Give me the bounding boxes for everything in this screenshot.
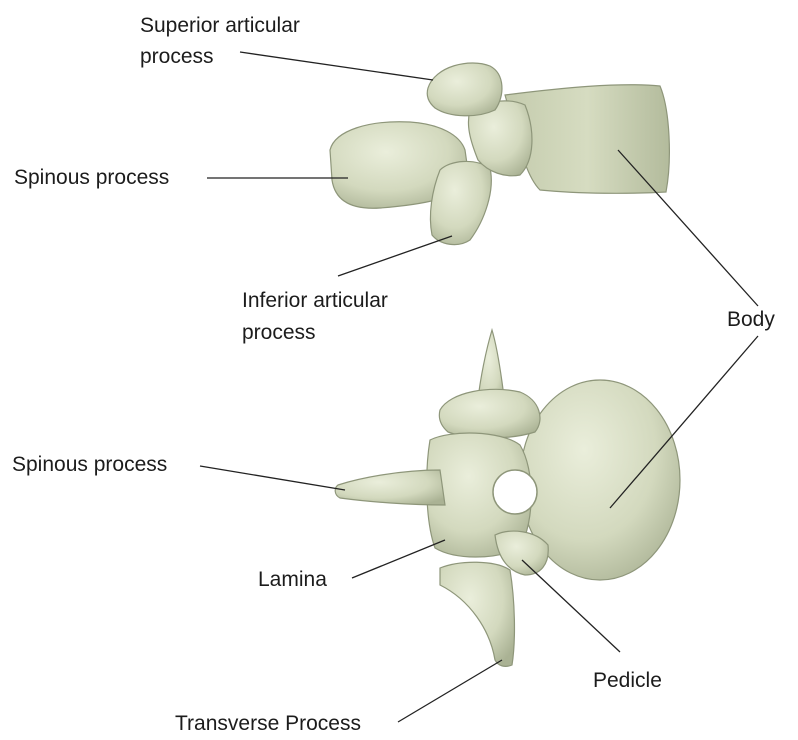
superior-spinous-process xyxy=(335,470,445,505)
label-pedicle: Pedicle xyxy=(593,666,662,696)
superior-articular-bump xyxy=(439,389,540,438)
vertebral-foramen xyxy=(493,470,537,514)
leader-lamina xyxy=(352,540,445,578)
lower-transverse-process xyxy=(440,562,514,666)
leader-transverse xyxy=(398,660,502,722)
label-lamina: Lamina xyxy=(258,565,327,595)
leader-inferior-articular xyxy=(338,236,452,276)
label-inferior-articular-process-line1: Inferior articular xyxy=(242,286,388,316)
label-spinous-process-top: Spinous process xyxy=(14,163,169,193)
lateral-vertebra xyxy=(330,63,669,245)
label-inferior-articular-process-line2: process xyxy=(242,318,316,348)
leader-superior-articular xyxy=(240,52,433,80)
superior-view-vertebra xyxy=(335,330,680,666)
leader-body-top xyxy=(618,150,758,306)
label-superior-articular-process-line1: Superior articular xyxy=(140,11,300,41)
leader-spinous-bottom xyxy=(200,466,345,490)
label-spinous-process-bottom: Spinous process xyxy=(12,450,167,480)
label-superior-articular-process-line2: process xyxy=(140,42,214,72)
label-body: Body xyxy=(727,305,775,335)
lateral-inferior-articular xyxy=(430,161,491,244)
lateral-superior-articular xyxy=(427,63,502,116)
label-transverse-process: Transverse Process xyxy=(175,709,361,739)
